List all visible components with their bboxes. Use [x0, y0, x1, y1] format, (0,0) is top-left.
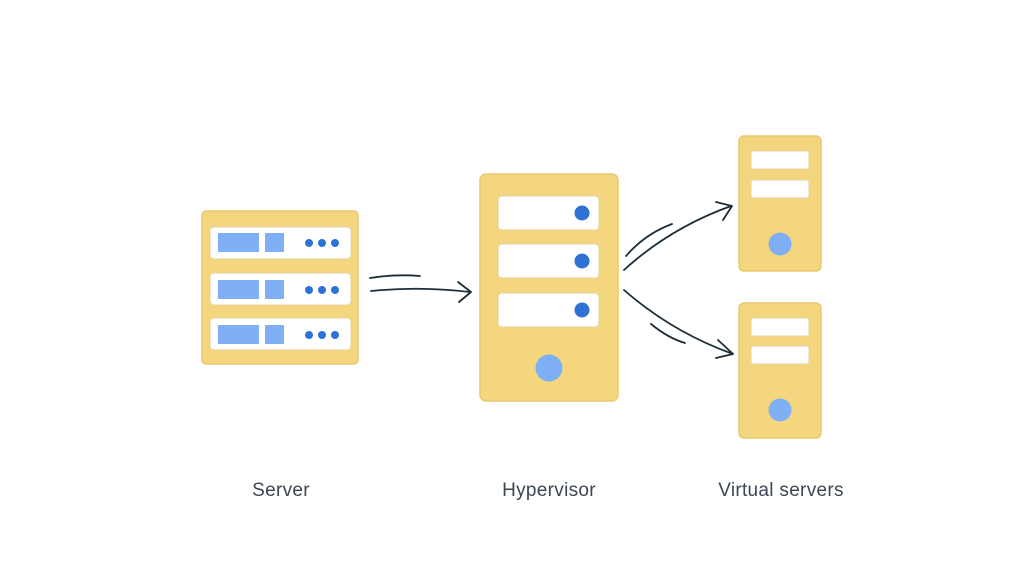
hypervisor-slot — [497, 292, 600, 328]
rack-server-slot — [209, 272, 352, 306]
virtual-server-icon — [738, 135, 822, 272]
hypervisor-slot — [497, 243, 600, 279]
hypervisor-power-indicator — [535, 354, 563, 382]
virtual-server-icon — [738, 302, 822, 439]
rack-server-slot — [209, 226, 352, 260]
hypervisor-tower-icon — [479, 173, 619, 402]
virtual-servers-label: Virtual servers — [718, 480, 844, 501]
hypervisor-slot — [497, 195, 600, 231]
rack-server-icon — [201, 210, 359, 365]
server-label: Server — [252, 480, 310, 501]
hypervisor-to-vm-arrows — [623, 201, 734, 359]
rack-server-slot — [209, 317, 352, 351]
hypervisor-label: Hypervisor — [502, 480, 596, 501]
server-to-hypervisor-arrow — [369, 274, 472, 303]
